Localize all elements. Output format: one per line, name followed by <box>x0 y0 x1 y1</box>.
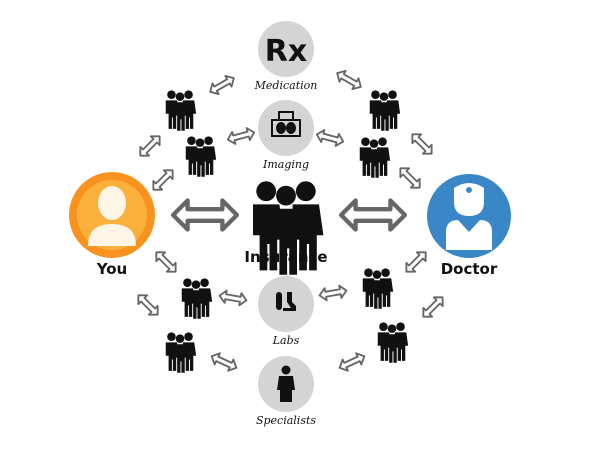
connection-arrow <box>317 283 349 303</box>
medication-label: Medication <box>254 79 318 92</box>
connection-arrow <box>418 292 448 322</box>
people-group-icon <box>362 268 394 309</box>
specialists-label: Specialists <box>255 414 317 427</box>
labs-node[interactable] <box>258 276 314 332</box>
rx-icon: Rx <box>265 34 307 69</box>
connection-arrow <box>333 66 365 94</box>
people-group-icon <box>165 332 197 373</box>
people-group-icon <box>369 90 401 131</box>
insurance-doctor-arrow <box>341 201 405 230</box>
insurance-label: Insurance <box>244 248 328 266</box>
connection-arrow <box>225 125 257 147</box>
connection-arrow <box>206 71 238 99</box>
connection-arrow <box>148 165 178 195</box>
doctor-label: Doctor <box>440 260 498 278</box>
people-group-icon <box>181 278 213 319</box>
microscope-icon <box>276 292 296 311</box>
doctor-node[interactable] <box>427 174 511 258</box>
you-node[interactable] <box>69 172 155 258</box>
people-group-icon <box>359 137 391 178</box>
connection-arrow <box>407 129 437 159</box>
xray-icon <box>271 111 301 137</box>
connection-arrow <box>336 349 368 375</box>
people-group-icon <box>165 90 197 131</box>
labs-label: Labs <box>272 334 300 347</box>
connection-arrow <box>395 163 425 193</box>
medication-node[interactable]: Rx <box>258 21 314 77</box>
specialists-node[interactable] <box>258 356 314 412</box>
connection-arrow <box>314 127 346 149</box>
connection-arrow <box>401 247 431 277</box>
connection-arrow <box>151 247 181 277</box>
people-group-icon <box>377 322 409 363</box>
connection-arrow <box>217 288 249 308</box>
user-avatar-icon <box>88 186 136 246</box>
imaging-node[interactable] <box>258 100 314 156</box>
specialist-icon <box>277 365 295 402</box>
imaging-label: Imaging <box>262 158 310 171</box>
doctor-avatar-icon <box>446 183 492 250</box>
you-insurance-arrow <box>173 201 237 230</box>
connection-arrow <box>133 290 163 320</box>
connection-arrow <box>208 349 240 375</box>
people-group-icon <box>185 136 217 177</box>
connection-arrow <box>135 131 165 161</box>
you-label: You <box>96 260 128 278</box>
